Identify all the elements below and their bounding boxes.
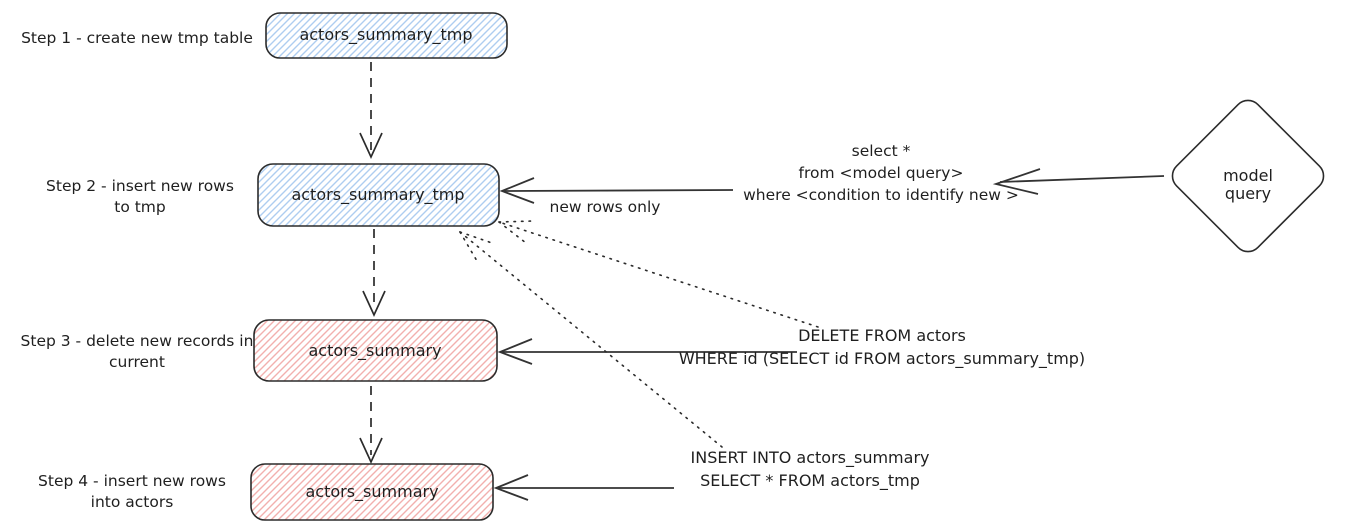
step2-node-box[interactable]	[257, 163, 500, 227]
flow-arrow-step2-step3	[362, 229, 386, 318]
step2-label: Step 2 - insert new rows to tmp	[46, 177, 234, 216]
dotted-ref-insert-to-tmp	[459, 231, 723, 448]
flow-arrow-step1-step2	[359, 62, 383, 160]
arrow-modelquery-to-select	[992, 168, 1165, 195]
arrow-insert-into-step4	[493, 474, 674, 501]
step1-node-label: actors_summary_tmp	[299, 25, 473, 44]
step4-node-label: actors_summary	[305, 482, 439, 501]
step4-label: Step 4 - insert new rows into actors	[38, 472, 226, 511]
step3-node-label: actors_summary	[308, 341, 442, 360]
step3-label: Step 3 - delete new records in current	[20, 332, 254, 371]
arrow-delete-into-step3	[497, 338, 797, 365]
model-query-label: model query	[1223, 166, 1273, 203]
model-query-diamond[interactable]	[1167, 95, 1330, 258]
step1-node-box[interactable]	[265, 12, 508, 59]
arrow-select-into-step2	[499, 177, 734, 204]
dotted-ref-delete-to-tmp	[498, 220, 819, 328]
delete-sql-annotation: DELETE FROM actors WHERE id (SELECT id F…	[678, 326, 1086, 368]
insert-sql-annotation: INSERT INTO actors_summary SELECT * FROM…	[690, 448, 930, 490]
step3-node-box[interactable]	[253, 319, 498, 382]
step4-node-box[interactable]	[250, 463, 494, 521]
step1-label: Step 1 - create new tmp table	[21, 29, 253, 47]
select-sql-annotation: select * from <model query> where <condi…	[743, 142, 1019, 204]
step2-node-label: actors_summary_tmp	[291, 185, 465, 204]
new-rows-only-label: new rows only	[549, 198, 661, 216]
flow-arrow-step3-step4	[359, 386, 383, 465]
